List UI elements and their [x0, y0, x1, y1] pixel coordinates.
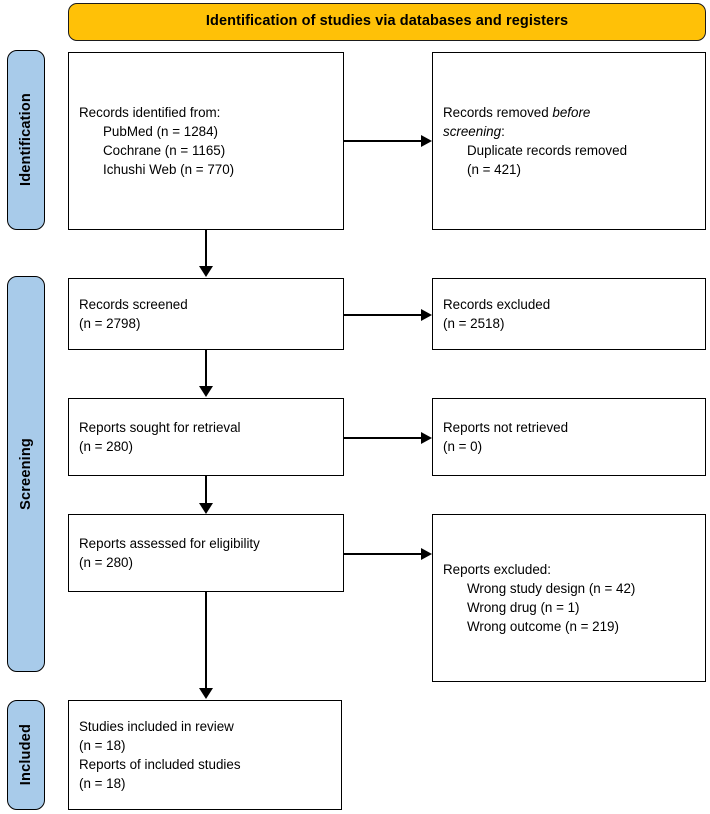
reports-sought-label: Reports sought for retrieval: [79, 419, 241, 435]
arrowhead-assessed-to-included-icon: [199, 688, 213, 699]
records-screened-count: (n = 2798): [79, 316, 141, 331]
records-excluded-label: Records excluded: [443, 296, 551, 312]
box-records-excluded-text: Records excluded (n = 2518): [443, 295, 695, 333]
records-excluded-count: (n = 2518): [443, 316, 505, 331]
box-reports-sought-for-retrieval: Reports sought for retrieval (n = 280): [68, 398, 344, 476]
stage-label-identification: Identification: [7, 50, 45, 230]
connector-sought-to-not-retrieved: [344, 437, 422, 439]
connector-identified-to-removed: [344, 140, 422, 142]
stage-label-included: Included: [7, 700, 45, 810]
box-records-removed-text: Records removed before screening: Duplic…: [443, 103, 695, 179]
stage-label-screening: Screening: [7, 276, 45, 672]
records-removed-heading-italic-before: before: [552, 104, 591, 120]
records-removed-heading-line2: screening:: [443, 122, 695, 141]
records-removed-duplicate-label: Duplicate records removed: [467, 143, 628, 158]
box-studies-included-text: Studies included in review (n = 18) Repo…: [79, 717, 331, 793]
box-records-identified: Records identified from: PubMed (n = 128…: [68, 52, 344, 230]
box-reports-assessed-text: Reports assessed for eligibility (n = 28…: [79, 534, 333, 572]
arrowhead-screened-to-sought-icon: [199, 386, 213, 397]
arrowhead-identified-to-screened-icon: [199, 266, 213, 277]
box-reports-excluded-text: Reports excluded: Wrong study design (n …: [443, 560, 695, 636]
box-reports-not-retrieved-text: Reports not retrieved (n = 0): [443, 418, 695, 456]
box-records-screened: Records screened (n = 2798): [68, 278, 344, 350]
reports-assessed-label: Reports assessed for eligibility: [79, 535, 260, 551]
arrowhead-sought-to-not-retrieved-icon: [421, 432, 432, 444]
studies-included-label: Studies included in review: [79, 718, 234, 734]
arrowhead-sought-to-assessed-icon: [199, 503, 213, 514]
reports-of-included-studies-count: (n = 18): [79, 776, 126, 792]
reports-of-included-studies-label: Reports of included studies: [79, 757, 241, 772]
box-records-excluded: Records excluded (n = 2518): [432, 278, 706, 350]
reports-excluded-reason-wrong-outcome: Wrong outcome (n = 219): [467, 619, 619, 635]
box-reports-excluded: Reports excluded: Wrong study design (n …: [432, 514, 706, 682]
box-studies-included-in-review: Studies included in review (n = 18) Repo…: [68, 700, 342, 810]
reports-excluded-heading: Reports excluded:: [443, 561, 551, 577]
records-identified-source-pubmed: PubMed (n = 1284): [103, 123, 219, 139]
box-records-removed-before-screening: Records removed before screening: Duplic…: [432, 52, 706, 230]
stage-label-included-text: Included: [18, 724, 34, 786]
reports-assessed-count: (n = 280): [79, 555, 133, 570]
connector-identified-to-screened: [205, 230, 207, 268]
arrowhead-screened-to-excluded-icon: [421, 309, 432, 321]
connector-sought-to-assessed: [205, 476, 207, 504]
records-removed-heading-part1: Records removed: [443, 104, 553, 120]
connector-screened-to-excluded: [344, 314, 422, 316]
box-reports-sought-text: Reports sought for retrieval (n = 280): [79, 418, 333, 456]
reports-not-retrieved-count: (n = 0): [443, 439, 483, 454]
records-removed-heading-line1: Records removed before: [443, 103, 695, 122]
records-removed-duplicate-count: (n = 421): [467, 162, 521, 178]
records-removed-heading-italic-screening: screening: [443, 123, 502, 139]
records-screened-label: Records screened: [79, 296, 188, 312]
records-removed-heading-colon: :: [501, 123, 505, 139]
stage-label-identification-text: Identification: [18, 93, 34, 187]
banner-title: Identification of studies via databases …: [205, 13, 569, 30]
diagram-banner: Identification of studies via databases …: [68, 3, 706, 41]
arrowhead-identified-to-removed-icon: [421, 135, 432, 147]
records-identified-source-ichushi: Ichushi Web (n = 770): [103, 162, 235, 178]
connector-screened-to-sought: [205, 350, 207, 388]
box-records-identified-text: Records identified from: PubMed (n = 128…: [79, 103, 333, 179]
connector-assessed-to-excluded: [344, 553, 422, 555]
arrowhead-assessed-to-excluded-icon: [421, 548, 432, 560]
reports-excluded-reason-wrong-drug: Wrong drug (n = 1): [467, 600, 580, 615]
box-reports-assessed-for-eligibility: Reports assessed for eligibility (n = 28…: [68, 514, 344, 592]
reports-not-retrieved-label: Reports not retrieved: [443, 419, 569, 435]
studies-included-count: (n = 18): [79, 737, 126, 753]
box-reports-not-retrieved: Reports not retrieved (n = 0): [432, 398, 706, 476]
reports-excluded-reason-wrong-study-design: Wrong study design (n = 42): [467, 580, 636, 596]
box-records-screened-text: Records screened (n = 2798): [79, 295, 333, 333]
records-identified-heading: Records identified from:: [79, 104, 221, 120]
records-identified-source-cochrane: Cochrane (n = 1165): [103, 143, 226, 158]
connector-assessed-to-included: [205, 592, 207, 690]
reports-sought-count: (n = 280): [79, 439, 133, 454]
stage-label-screening-text: Screening: [18, 438, 34, 510]
